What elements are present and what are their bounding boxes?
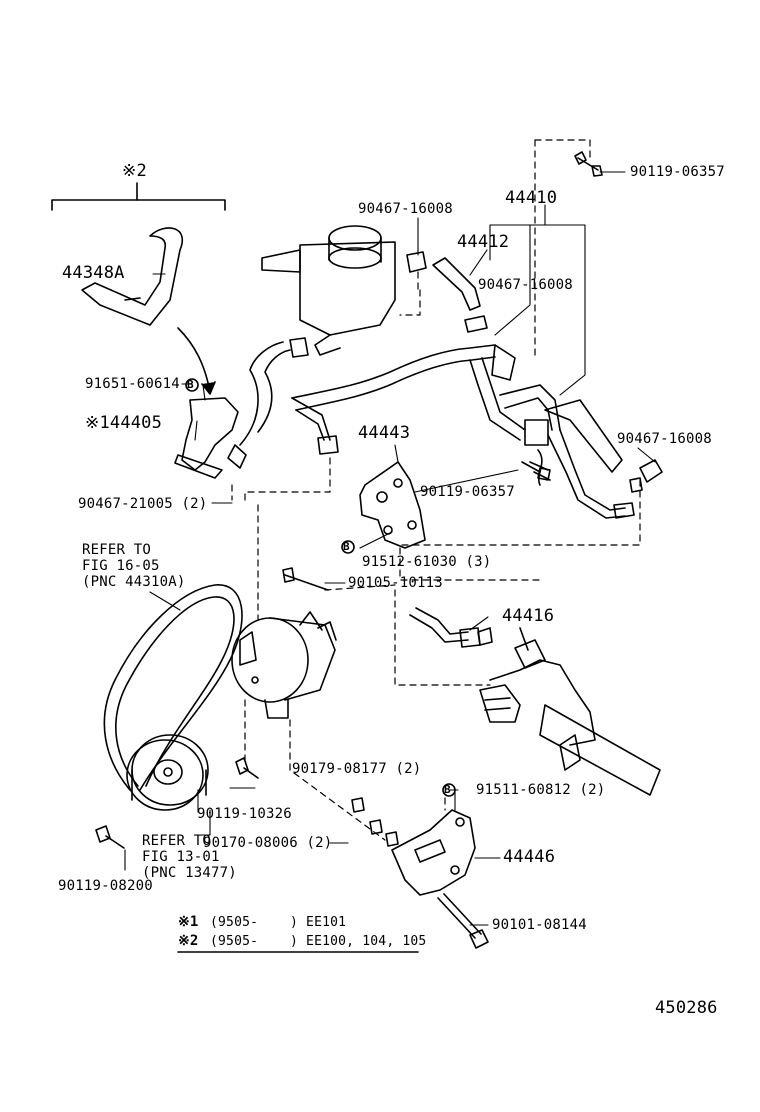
- bracket-44443-drawing: [359, 461, 426, 549]
- part-label-90467-16008-b[interactable]: 90467-16008: [478, 277, 573, 293]
- part-label-44443[interactable]: 44443: [358, 423, 411, 443]
- part-label-90467-21005[interactable]: 90467-21005 (2): [78, 496, 208, 512]
- part-label-90170-08006[interactable]: 90170-08006 (2): [203, 835, 333, 851]
- bolt-mid-drawing: [521, 461, 551, 481]
- part-label-44410[interactable]: 44410: [505, 188, 558, 208]
- part-label-91651-60614[interactable]: 91651-60614: [85, 376, 180, 392]
- dashed-leaders: [231, 139, 641, 841]
- b-marker-1: [185, 378, 199, 392]
- b-marker-2: [341, 540, 355, 554]
- footnote-2-range: (9505-: [210, 934, 259, 949]
- leader-lines: [124, 171, 656, 926]
- part-label-44416[interactable]: 44416: [502, 606, 555, 626]
- b-marker-text-3: B: [444, 783, 451, 796]
- nut-drawing: [351, 797, 399, 847]
- bracket-44446-drawing: [391, 809, 476, 896]
- refer-b-line-2: FIG 13-01: [142, 849, 220, 865]
- footnote-1-codes: ) EE101: [290, 915, 347, 930]
- footnote-1-mark: ※1: [178, 914, 199, 930]
- figure-number: 450286: [655, 998, 718, 1018]
- part-label-90119-06357-mid[interactable]: 90119-06357: [420, 484, 515, 500]
- part-label-90119-06357-top[interactable]: 90119-06357: [630, 164, 725, 180]
- reservoir-drawing: [261, 225, 396, 358]
- footnote-2-codes: ) EE100, 104, 105: [290, 934, 427, 949]
- bolt-top-drawing: [574, 151, 603, 177]
- pressure-lines-drawing: [291, 344, 663, 519]
- b-marker-3: [442, 783, 456, 797]
- tube-44416-drawing: [409, 607, 493, 648]
- part-label-90119-08200[interactable]: 90119-08200: [58, 878, 153, 894]
- refer-b-line-3: (PNC 13477): [142, 865, 237, 881]
- refer-a-line-1: REFER TO: [82, 542, 152, 558]
- part-label-91511-60812[interactable]: 91511-60812 (2): [476, 782, 606, 798]
- bolt-90119-10326-drawing: [235, 757, 259, 779]
- part-label-90119-10326[interactable]: 90119-10326: [197, 806, 292, 822]
- belt-drawing: [103, 584, 243, 791]
- part-label-44348a[interactable]: 44348A: [62, 263, 125, 283]
- refer-a-line-2: FIG 16-05: [82, 558, 160, 574]
- b-marker-text-2: B: [343, 540, 350, 553]
- part-label-44412[interactable]: 44412: [457, 232, 510, 252]
- part-label-90105-10113[interactable]: 90105-10113: [348, 575, 443, 591]
- part-label-44405[interactable]: ※144405: [85, 413, 163, 433]
- group-mark-label: ※2: [122, 161, 147, 181]
- steering-rack-drawing: [479, 627, 661, 796]
- pump-drawing: [231, 611, 337, 719]
- b-marker-text-1: B: [187, 378, 194, 391]
- bolt-90105-drawing: [282, 567, 329, 591]
- part-label-90179-08177[interactable]: 90179-08177 (2): [292, 761, 422, 777]
- part-label-44446[interactable]: 44446: [503, 847, 556, 867]
- pulley-drawing: [126, 734, 209, 811]
- part-label-91512-61030[interactable]: 91512-61030 (3): [362, 554, 492, 570]
- hose-44412-drawing: [406, 251, 488, 333]
- bolt-90119-08200-drawing: [95, 825, 125, 849]
- hose-44348a-drawing: [81, 227, 183, 326]
- part-label-90101-08144[interactable]: 90101-08144: [492, 917, 587, 933]
- refer-a-line-3: (PNC 44310A): [82, 574, 186, 590]
- footnote-2-mark: ※2: [178, 933, 199, 949]
- flow-arrow: [177, 327, 216, 395]
- bolt-90101-drawing: [437, 893, 489, 949]
- footnote-1-range: (9505-: [210, 915, 259, 930]
- part-label-90467-16008-a[interactable]: 90467-16008: [358, 201, 453, 217]
- group-bracket: [51, 182, 226, 211]
- hose-44405-drawing: [174, 341, 291, 479]
- part-label-90467-16008-c[interactable]: 90467-16008: [617, 431, 712, 447]
- refer-b-line-1: REFER TO: [142, 833, 212, 849]
